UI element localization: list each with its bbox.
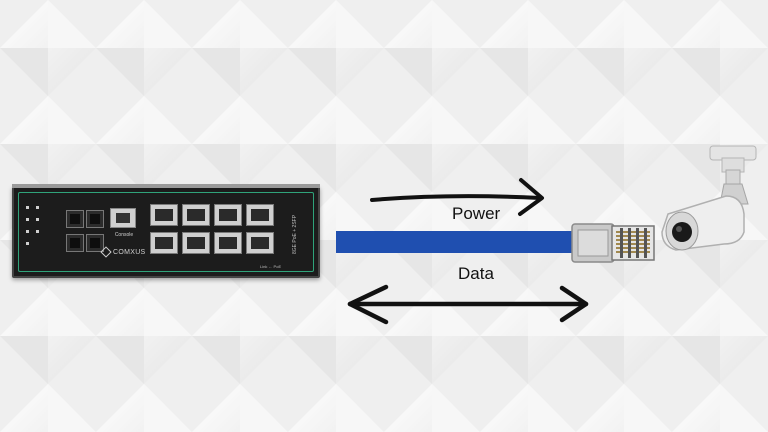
ethernet-port <box>150 204 178 226</box>
console-label: Console <box>114 232 134 238</box>
ethernet-port <box>246 204 274 226</box>
sfp-port-3 <box>66 234 84 252</box>
brand-logo: COMXUS <box>100 246 146 258</box>
switch-top-edge <box>12 184 320 188</box>
data-label: Data <box>458 264 494 283</box>
ethernet-port <box>182 204 210 226</box>
link-poe-label: Link ← PoE <box>260 264 282 269</box>
ethernet-port <box>150 232 178 254</box>
ethernet-port <box>214 204 242 226</box>
console-port <box>110 208 136 228</box>
ethernet-port <box>214 232 242 254</box>
security-camera-icon <box>661 145 757 251</box>
sfp-port-1 <box>66 210 84 228</box>
ethernet-cable <box>336 231 576 253</box>
ethernet-port <box>246 232 274 254</box>
sfp-port-2 <box>86 210 104 228</box>
sfp-port-4 <box>86 234 104 252</box>
power-arrow <box>370 178 544 216</box>
rj45-connector-icon <box>571 223 655 263</box>
ethernet-port <box>182 232 210 254</box>
ethernet-ports <box>150 204 278 264</box>
status-leds <box>24 204 50 264</box>
brand-name: COMXUS <box>113 248 146 256</box>
network-switch: Console COMXUS 8GE PoE + 2SFP Link ← PoE <box>12 184 320 278</box>
data-arrow <box>347 284 589 325</box>
power-label: Power <box>452 204 501 223</box>
